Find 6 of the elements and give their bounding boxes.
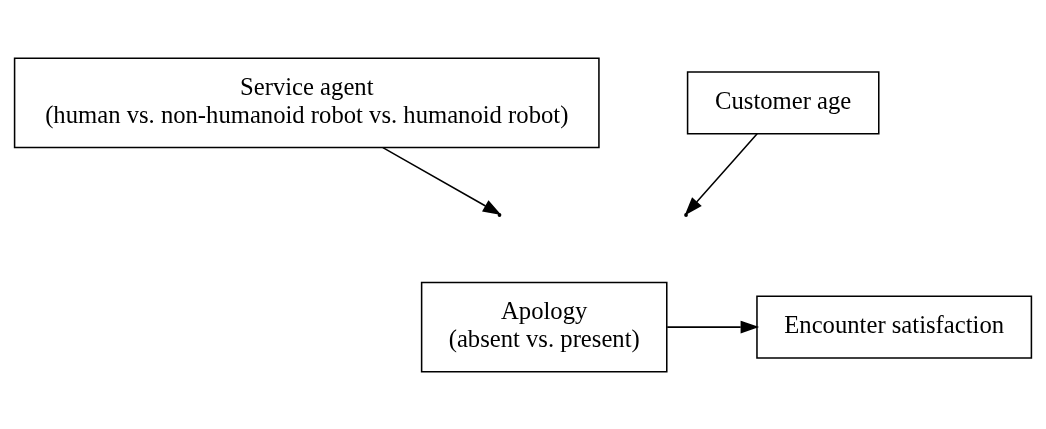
node-box: Apology (absent vs. present) xyxy=(420,281,668,373)
node-box: Customer age xyxy=(686,70,880,134)
node-box: Service agent (human vs. non-humanoid robot vs. humanoid robot) xyxy=(13,56,600,148)
arrow xyxy=(684,132,758,215)
node-box: Encounter satisfaction xyxy=(756,295,1033,359)
arrow xyxy=(666,320,760,334)
